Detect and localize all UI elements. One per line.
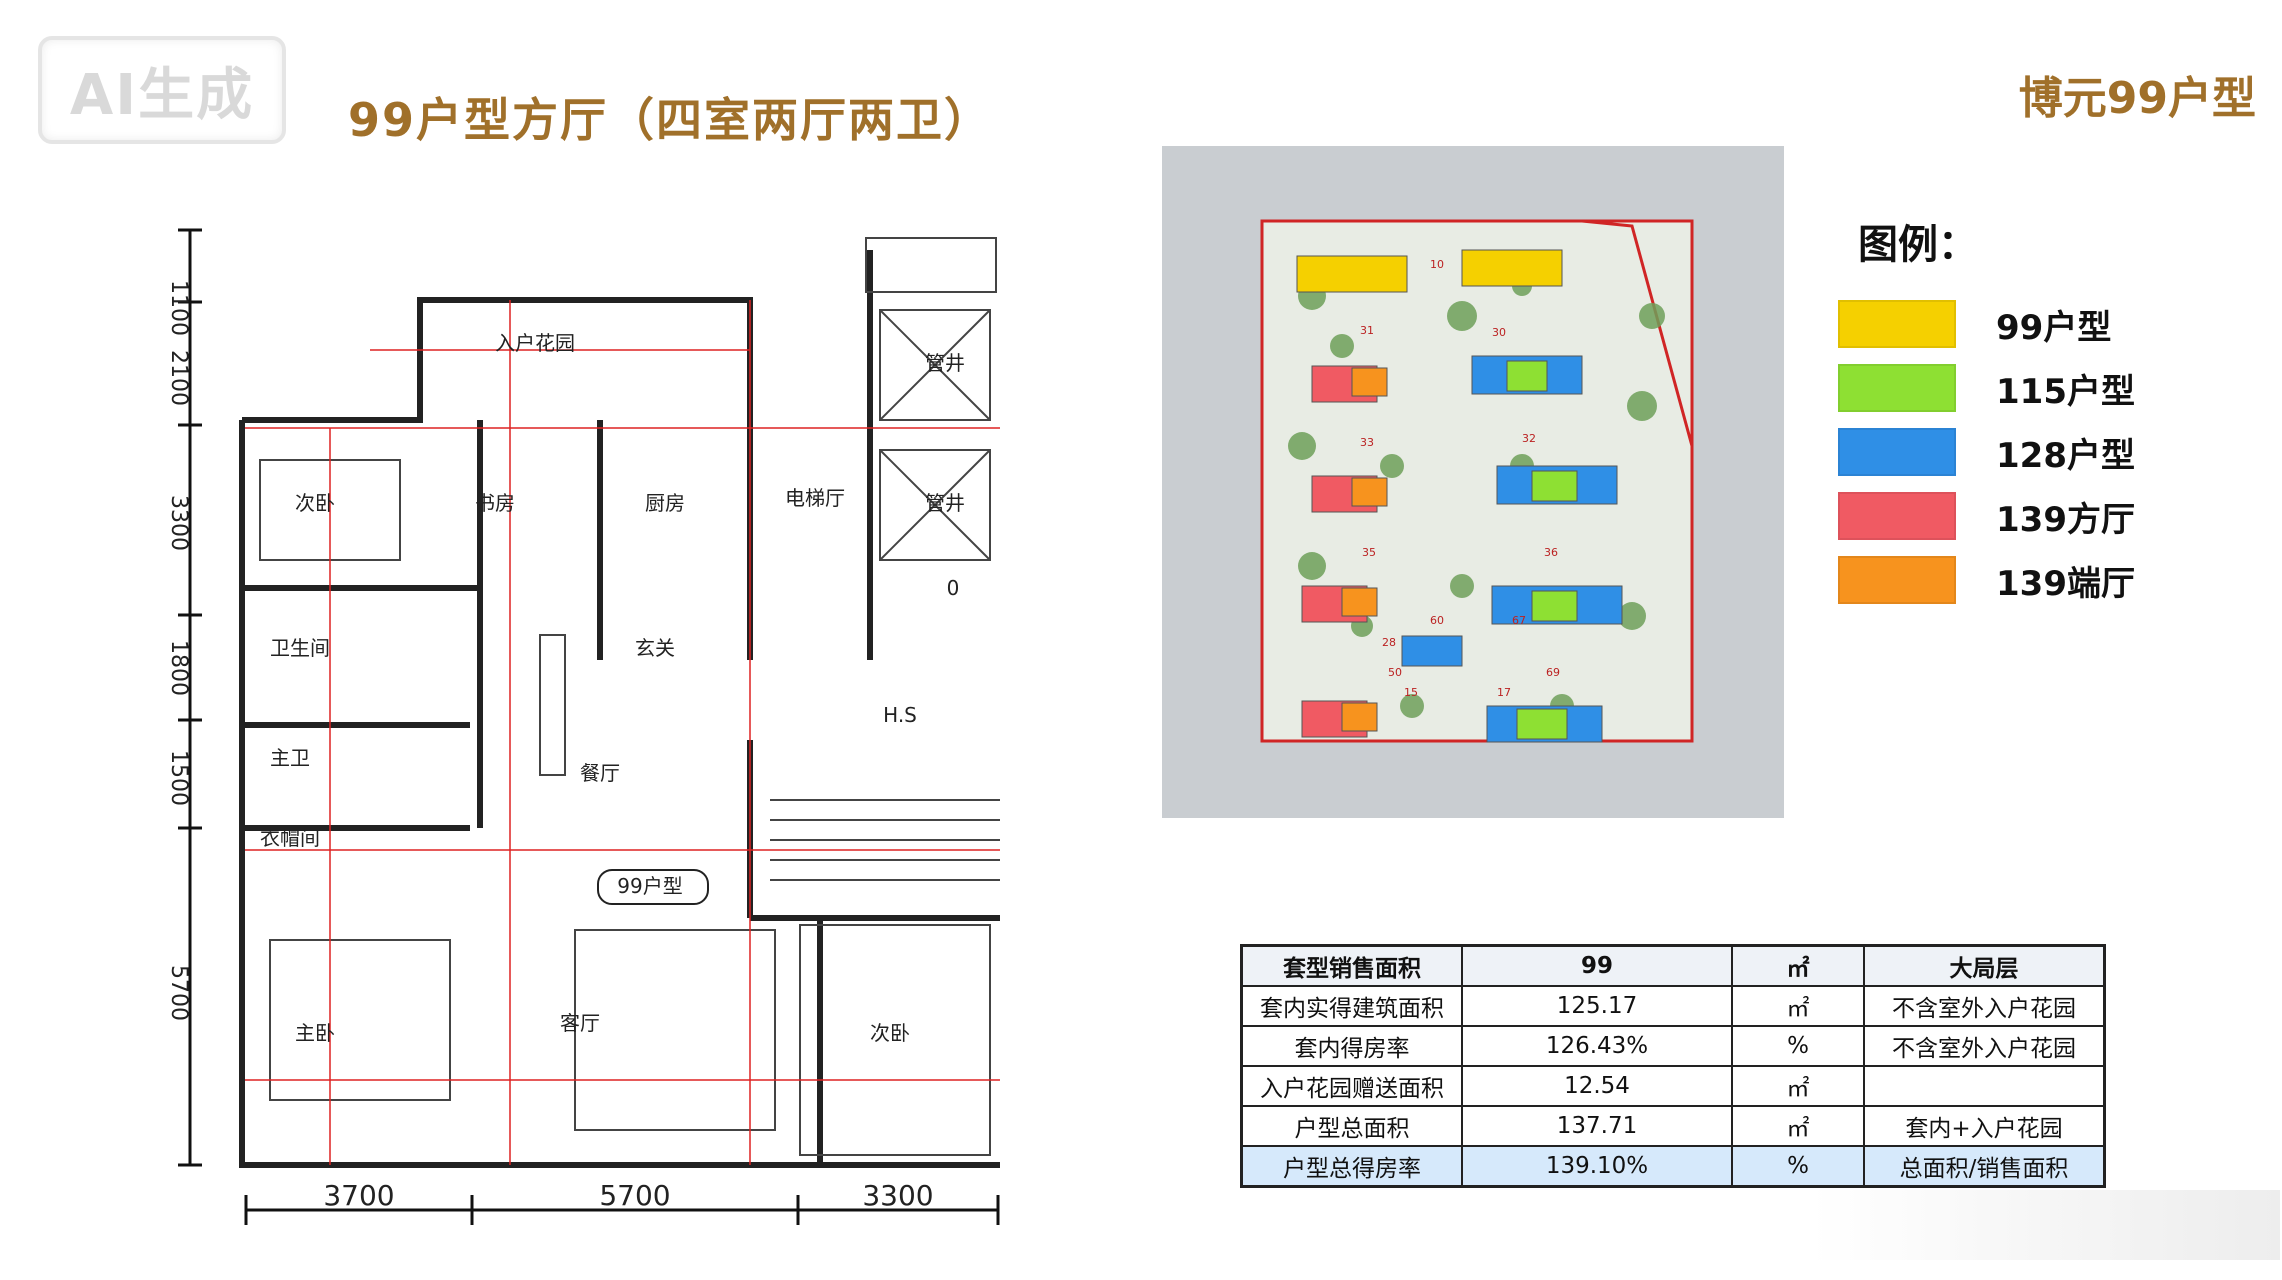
dim-left-5: 1500: [166, 750, 191, 806]
table-cell: 137.71: [1461, 1105, 1733, 1147]
table-cell: [1863, 1065, 2106, 1107]
table-cell: ㎡: [1731, 944, 1865, 987]
bldg-no-10: 10: [1430, 258, 1444, 271]
room-study: 书房: [475, 491, 515, 515]
bldg-no-50: 50: [1388, 666, 1402, 679]
ai-generated-watermark: AI生成: [38, 36, 286, 144]
table-row: 户型总面积 137.71 ㎡ 套内+入户花园: [1240, 1105, 2106, 1147]
table-cell: 12.54: [1461, 1065, 1733, 1107]
legend-label: 99户型: [1996, 307, 2112, 348]
bldg-no-36: 36: [1544, 546, 1558, 559]
table-row: 套内实得建筑面积 125.17 ㎡ 不含室外入户花园: [1240, 985, 2106, 1027]
table-cell: 套内实得建筑面积: [1240, 985, 1463, 1027]
legend-swatch-115: [1838, 364, 1956, 412]
table-cell: 套内+入户花园: [1863, 1105, 2106, 1147]
table-cell: 套内得房率: [1240, 1025, 1463, 1067]
bldg-no-28: 28: [1382, 636, 1396, 649]
site-plan: 10 31 30 33 32 35 36 60 67 28 69 50 15 1…: [1162, 146, 1784, 818]
left-dimension-line: [178, 228, 202, 1167]
area-table: 套型销售面积 99 ㎡ 大局层 套内实得建筑面积 125.17 ㎡ 不含室外入户…: [1240, 944, 2106, 1188]
bldg-no-17: 17: [1497, 686, 1511, 699]
table-cell: 入户花园赠送面积: [1240, 1065, 1463, 1107]
legend-swatch-99: [1838, 300, 1956, 348]
legend-item: 139方厅: [1838, 484, 2135, 548]
table-cell: 99: [1461, 944, 1733, 987]
stair-mark: 0: [947, 576, 960, 600]
room-bath: 卫生间: [270, 636, 330, 660]
table-cell: 总面积/销售面积: [1863, 1145, 2106, 1188]
table-cell: 126.43%: [1461, 1025, 1733, 1067]
legend-swatch-139-end: [1838, 556, 1956, 604]
legend-item: 128户型: [1838, 420, 2135, 484]
table-cell: 户型总得房率: [1240, 1145, 1463, 1188]
table-row: 户型总得房率 139.10% % 总面积/销售面积: [1240, 1145, 2106, 1188]
table-cell: 不含室外入户花园: [1863, 985, 2106, 1027]
bldg-no-33: 33: [1360, 436, 1374, 449]
table-cell: 不含室外入户花园: [1863, 1025, 2106, 1067]
room-garden: 入户花园: [495, 331, 575, 355]
dim-left-2: 2100: [166, 350, 191, 406]
dim-bottom-1: 3700: [323, 1179, 394, 1212]
legend-label: 139端厅: [1996, 563, 2135, 604]
table-cell: 125.17: [1461, 985, 1733, 1027]
project-title: 博元99户型: [2018, 73, 2256, 124]
dim-left-3: 3300: [166, 495, 191, 551]
corner-smudge: [1810, 1190, 2280, 1260]
legend-label: 139方厅: [1996, 499, 2135, 540]
table-cell: 户型总面积: [1240, 1105, 1463, 1147]
bldg-no-30: 30: [1492, 326, 1506, 339]
room-elevator-hall: 电梯厅: [785, 486, 845, 510]
table-cell: ㎡: [1731, 985, 1865, 1027]
room-dining: 餐厅: [580, 761, 620, 785]
dim-bottom-2: 5700: [599, 1179, 670, 1212]
bldg-no-15: 15: [1404, 686, 1418, 699]
small-mark: H.S: [883, 703, 917, 727]
dim-left-1: 1100: [166, 280, 191, 336]
table-cell: %: [1731, 1025, 1865, 1067]
dim-left-6: 5700: [166, 965, 191, 1021]
bldg-no-67: 67: [1512, 614, 1526, 627]
legend-title: 图例：: [1858, 222, 1978, 268]
legend-item: 115户型: [1838, 356, 2135, 420]
room-entrance: 玄关: [635, 636, 675, 660]
legend-swatch-128: [1838, 428, 1956, 476]
room-bed-right: 次卧: [870, 1021, 910, 1045]
type-label: 99户型: [617, 874, 682, 898]
room-kitchen: 厨房: [645, 491, 685, 515]
table-cell: ㎡: [1731, 1105, 1865, 1147]
bottom-dimension-line: [244, 1195, 1000, 1225]
table-cell: %: [1731, 1145, 1865, 1188]
table-row: 套内得房率 126.43% % 不含室外入户花园: [1240, 1025, 2106, 1067]
room-shaft-1: 管井: [925, 351, 965, 375]
legend-label: 115户型: [1996, 371, 2135, 412]
legend: 99户型 115户型 128户型 139方厅 139端厅: [1838, 292, 2135, 612]
room-shaft-2: 管井: [925, 491, 965, 515]
room-closet: 衣帽间: [260, 826, 320, 850]
table-row: 套型销售面积 99 ㎡ 大局层: [1240, 944, 2106, 987]
bldg-no-31: 31: [1360, 324, 1374, 337]
floor-plan: 1100 2100 3300 1800 1500 5700 3700 5700 …: [150, 220, 1010, 1240]
room-master-bed: 主卧: [295, 1021, 335, 1045]
dim-left-4: 1800: [166, 640, 191, 696]
bldg-no-32: 32: [1522, 432, 1536, 445]
legend-item: 139端厅: [1838, 548, 2135, 612]
table-cell: ㎡: [1731, 1065, 1865, 1107]
table-cell: 139.10%: [1461, 1145, 1733, 1188]
bldg-no-60: 60: [1430, 614, 1444, 627]
bldg-no-35: 35: [1362, 546, 1376, 559]
floor-plan-title: 99户型方厅（四室两厅两卫）: [348, 93, 993, 147]
bldg-no-69: 69: [1546, 666, 1560, 679]
room-bed-top-left: 次卧: [295, 491, 335, 515]
table-cell: 套型销售面积: [1240, 944, 1463, 987]
table-cell: 大局层: [1863, 944, 2106, 987]
room-master-bath: 主卫: [270, 746, 310, 770]
table-row: 入户花园赠送面积 12.54 ㎡: [1240, 1065, 2106, 1107]
dim-bottom-3: 3300: [862, 1179, 933, 1212]
legend-label: 128户型: [1996, 435, 2135, 476]
legend-item: 99户型: [1838, 292, 2135, 356]
legend-swatch-139-square: [1838, 492, 1956, 540]
room-living: 客厅: [560, 1011, 600, 1035]
